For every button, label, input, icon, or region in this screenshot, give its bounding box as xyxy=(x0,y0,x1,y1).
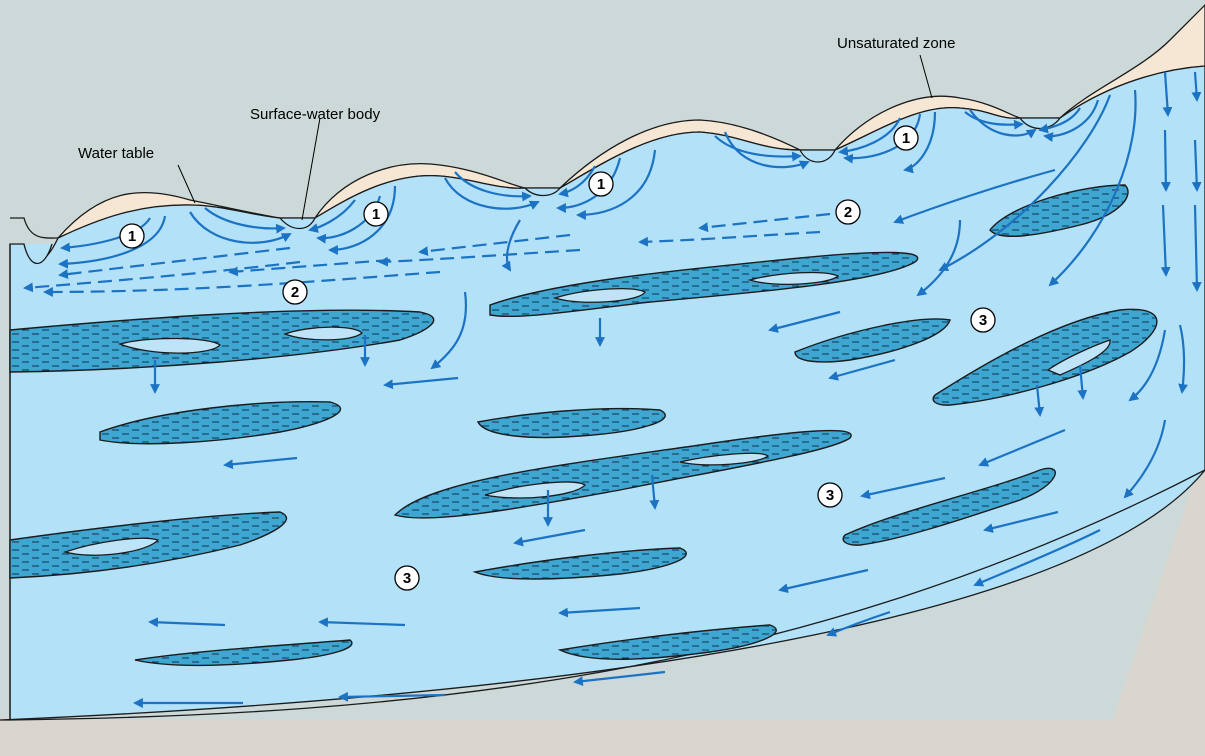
marker-3a: 3 xyxy=(971,308,995,332)
marker-3b: 3 xyxy=(818,483,842,507)
unsaturated-zone-label: Unsaturated zone xyxy=(837,35,955,52)
marker-1c: 1 xyxy=(589,172,613,196)
marker-2b: 2 xyxy=(836,200,860,224)
svg-text:3: 3 xyxy=(826,487,834,504)
marker-2a: 2 xyxy=(283,280,307,304)
svg-text:3: 3 xyxy=(403,570,411,587)
svg-text:3: 3 xyxy=(979,312,987,329)
svg-text:1: 1 xyxy=(597,176,605,193)
water-table-label: Water table xyxy=(78,145,154,162)
svg-text:2: 2 xyxy=(291,284,299,301)
surface-water-body-label: Surface-water body xyxy=(250,106,381,123)
svg-text:1: 1 xyxy=(902,130,910,147)
marker-3c: 3 xyxy=(395,566,419,590)
svg-text:1: 1 xyxy=(128,228,136,245)
svg-text:2: 2 xyxy=(844,204,852,221)
marker-1b: 1 xyxy=(364,202,388,226)
marker-1a: 1 xyxy=(120,224,144,248)
marker-1d: 1 xyxy=(894,126,918,150)
svg-text:1: 1 xyxy=(372,206,380,223)
